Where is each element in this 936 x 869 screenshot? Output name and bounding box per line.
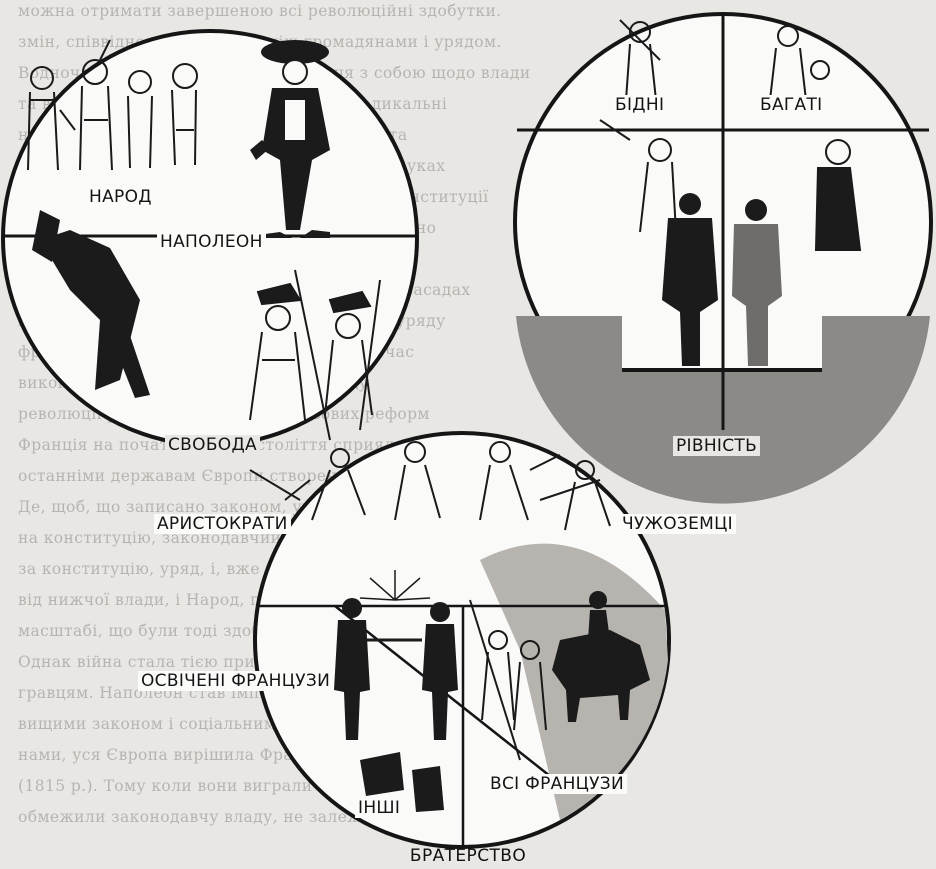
label-foreigners: ЧУЖОЗЕМЦІ <box>619 514 736 534</box>
label-aristocrats: АРИСТОКРАТИ <box>154 514 291 534</box>
label-all-french: ВСІ ФРАНЦУЗИ <box>487 774 627 794</box>
label-freedom: СВОБОДА <box>165 435 260 455</box>
label-others: ІНШІ <box>355 798 403 818</box>
label-equality: РІВНІСТЬ <box>673 436 760 456</box>
label-napoleon: НАПОЛЕОН <box>157 232 266 252</box>
caption-fraternity: БРАТЕРСТВО <box>0 846 936 866</box>
label-rich: БАГАТІ <box>757 95 826 115</box>
label-poor: БІДНІ <box>612 95 667 115</box>
circle-equality <box>515 14 931 504</box>
label-people: НАРОД <box>86 187 155 207</box>
label-educated-french: ОСВІЧЕНІ ФРАНЦУЗИ <box>138 671 333 691</box>
